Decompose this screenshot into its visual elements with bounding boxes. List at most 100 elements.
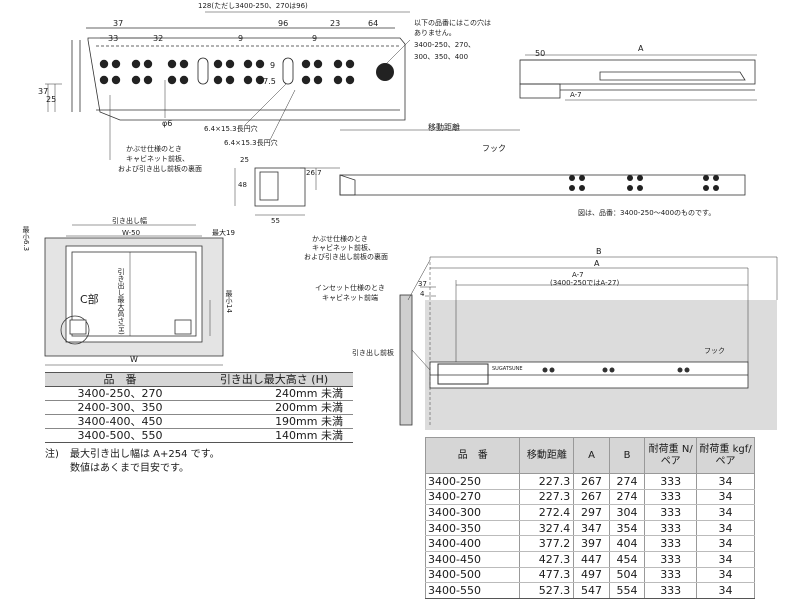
spec-travel-cell: 327.4 bbox=[519, 520, 575, 537]
side-dim-a7: A-7 bbox=[570, 91, 582, 99]
spec-header-travel: 移動距離 bbox=[519, 437, 575, 474]
spec-table-header: 品 番 移動距離 A B 耐荷重 N/ペア 耐荷重 kgf/ペア bbox=[424, 437, 755, 474]
no-hole-note-4: 300、350、400 bbox=[414, 53, 469, 61]
install-overlay-note-3: および引き出し前板の裏面 bbox=[304, 253, 388, 261]
spec-load-kgf-cell: 34 bbox=[696, 489, 755, 506]
side-dim-50: 50 bbox=[535, 49, 546, 58]
max-height-label: 引き出し最大高さ(H) bbox=[117, 268, 125, 335]
hole-diameter-label: φ6 bbox=[162, 119, 173, 128]
spec-b-cell: 554 bbox=[608, 582, 646, 599]
dim-23: 23 bbox=[330, 19, 341, 28]
spec-a-cell: 267 bbox=[573, 473, 610, 490]
no-hole-note-2: ありません。 bbox=[414, 29, 456, 37]
install-overlay-note-2: キャビネット前板、 bbox=[312, 244, 375, 252]
spec-b-cell: 274 bbox=[608, 489, 646, 506]
spec-load-n-cell: 333 bbox=[644, 489, 698, 506]
table-row: 3400-450 427.3 447 454 333 34 bbox=[424, 551, 755, 568]
max19-label: 最大19 bbox=[212, 229, 235, 237]
table-row: 3400-500、550 140mm 未満 bbox=[45, 429, 353, 443]
min6-3-label: 最小6.3 bbox=[22, 226, 30, 252]
spec-travel-cell: 377.2 bbox=[519, 535, 575, 552]
spec-part-cell: 3400-350 bbox=[424, 520, 521, 537]
install-dim-37: 37 bbox=[418, 280, 427, 288]
height-table: 品 番 引き出し最大高さ (H) 3400-250、270 240mm 未満 2… bbox=[45, 372, 353, 443]
spec-table: 品 番 移動距離 A B 耐荷重 N/ペア 耐荷重 kgf/ペア 3400-25… bbox=[424, 437, 755, 599]
dim-64: 64 bbox=[368, 19, 379, 28]
hook-label-top: フック bbox=[482, 144, 506, 153]
height-value-cell: 240mm 未満 bbox=[275, 387, 343, 400]
spec-load-n-cell: 333 bbox=[644, 504, 698, 521]
table-row: 3400-300 272.4 297 304 333 34 bbox=[424, 504, 755, 521]
brand-mark: SUGATSUNE bbox=[492, 366, 523, 372]
table-row: 3400-400、450 190mm 未満 bbox=[45, 415, 353, 429]
overlay-note-2: キャビネット前板、 bbox=[126, 155, 189, 163]
c-part-label: C部 bbox=[80, 293, 99, 306]
dim-37-5: 37.5 bbox=[258, 77, 276, 86]
spec-load-n-cell: 333 bbox=[644, 582, 698, 599]
height-part-cell: 3400-250、270 bbox=[77, 387, 163, 400]
spec-b-cell: 304 bbox=[608, 504, 646, 521]
spec-load-n-cell: 333 bbox=[644, 520, 698, 537]
spec-a-cell: 497 bbox=[573, 567, 610, 584]
overall-dim-label: 128(ただし3400-250、270は96) bbox=[198, 2, 308, 10]
spec-a-cell: 347 bbox=[573, 520, 610, 537]
install-a7-note: (3400-250ではA-27) bbox=[550, 279, 620, 287]
install-overlay-note-1: かぶせ仕様のとき bbox=[312, 235, 368, 243]
note-line-2: 数値はあくまで目安です。 bbox=[70, 463, 189, 474]
table-row: 2400-300、350 200mm 未満 bbox=[45, 401, 353, 415]
height-table-header-part: 品 番 bbox=[45, 372, 195, 387]
spec-load-n-cell: 333 bbox=[644, 535, 698, 552]
section-dim-48: 48 bbox=[238, 181, 247, 189]
spec-b-cell: 504 bbox=[608, 567, 646, 584]
height-part-cell: 3400-400、450 bbox=[77, 415, 163, 428]
dim-33: 33 bbox=[108, 34, 119, 43]
spec-a-cell: 297 bbox=[573, 504, 610, 521]
height-table-header: 品 番 引き出し最大高さ (H) bbox=[45, 372, 353, 387]
install-a-label: A bbox=[594, 259, 600, 268]
spec-travel-cell: 477.3 bbox=[519, 567, 575, 584]
slot-label-2: 6.4×15.3長円穴 bbox=[224, 139, 278, 147]
note-mark: 注) bbox=[45, 449, 59, 460]
spec-part-cell: 3400-500 bbox=[424, 567, 521, 584]
section-dim-25: 25 bbox=[240, 156, 249, 164]
spec-load-kgf-cell: 34 bbox=[696, 582, 755, 599]
spec-header-load-kgf: 耐荷重 kgf/ペア bbox=[696, 437, 755, 474]
spec-load-n-cell: 333 bbox=[644, 473, 698, 490]
table-row: 3400-550 527.3 547 554 333 34 bbox=[424, 582, 755, 599]
spec-part-cell: 3400-450 bbox=[424, 551, 521, 568]
inset-note-2: キャビネット前端 bbox=[322, 294, 378, 302]
spec-load-n-cell: 333 bbox=[644, 551, 698, 568]
spec-part-cell: 3400-250 bbox=[424, 473, 521, 490]
dim-37-left: 37 bbox=[38, 87, 49, 96]
spec-load-kgf-cell: 34 bbox=[696, 535, 755, 552]
spec-a-cell: 267 bbox=[573, 489, 610, 506]
drawer-width-label: 引き出し幅 bbox=[112, 217, 147, 225]
spec-travel-cell: 227.3 bbox=[519, 489, 575, 506]
spec-header-b: B bbox=[608, 437, 646, 474]
dim-32: 32 bbox=[153, 34, 164, 43]
dim-96: 96 bbox=[278, 19, 289, 28]
install-b-label: B bbox=[596, 247, 602, 256]
spec-load-kgf-cell: 34 bbox=[696, 504, 755, 521]
spec-load-n-cell: 333 bbox=[644, 567, 698, 584]
table-row: 3400-500 477.3 497 504 333 34 bbox=[424, 567, 755, 584]
spec-travel-cell: 427.3 bbox=[519, 551, 575, 568]
spec-load-kgf-cell: 34 bbox=[696, 567, 755, 584]
spec-a-cell: 447 bbox=[573, 551, 610, 568]
min14-label: 最小14 bbox=[225, 290, 233, 313]
overlay-note-1: かぶせ仕様のとき bbox=[126, 145, 182, 153]
w-label: W bbox=[130, 355, 138, 364]
install-dim-4: 4 bbox=[420, 290, 425, 298]
spec-b-cell: 404 bbox=[608, 535, 646, 552]
travel-label: 移動距離 bbox=[428, 123, 460, 132]
table-row: 3400-250、270 240mm 未満 bbox=[45, 387, 353, 401]
spec-b-cell: 274 bbox=[608, 473, 646, 490]
height-part-cell: 3400-500、550 bbox=[77, 429, 163, 442]
install-hook-label: フック bbox=[704, 347, 725, 355]
overlay-note-3: および引き出し前板の裏面 bbox=[118, 165, 202, 173]
table-row: 3400-350 327.4 347 354 333 34 bbox=[424, 520, 755, 537]
height-table-header-height: 引き出し最大高さ (H) bbox=[195, 372, 353, 387]
spec-part-cell: 3400-550 bbox=[424, 582, 521, 599]
height-value-cell: 200mm 未満 bbox=[275, 401, 343, 414]
